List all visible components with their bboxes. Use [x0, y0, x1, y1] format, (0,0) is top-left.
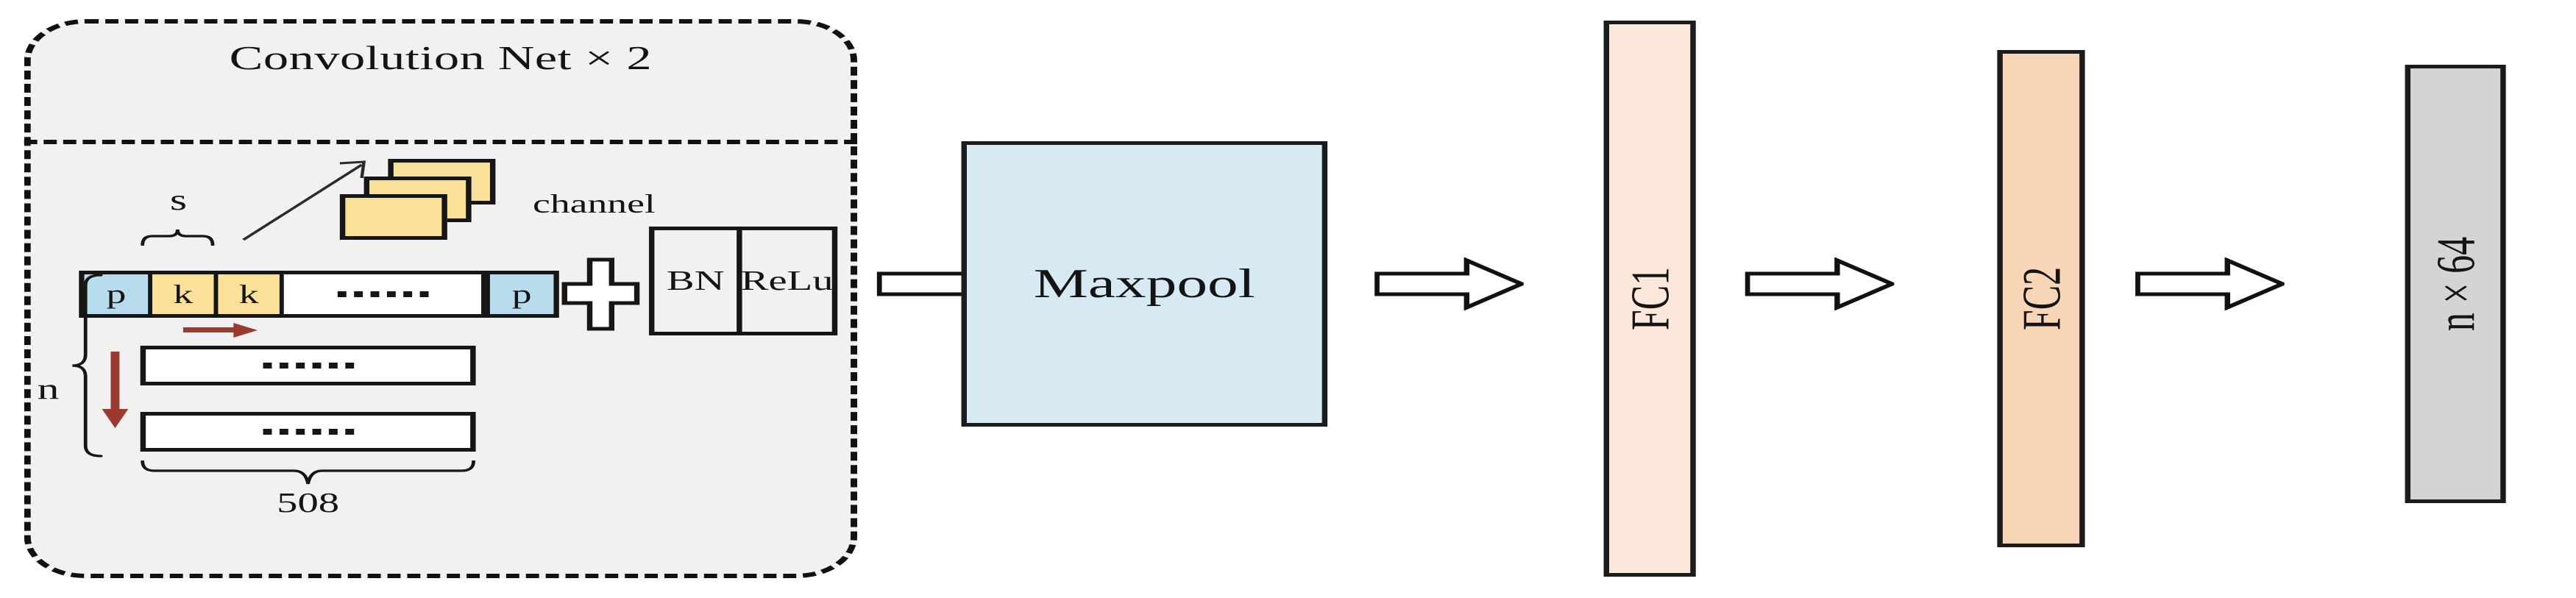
channel-label: channel: [533, 189, 656, 218]
cell-kernel-1: k: [152, 274, 219, 314]
panel-divider: [24, 140, 858, 144]
stride-right-arrow-icon: [182, 323, 258, 338]
convolution-net-title: Convolution Net × 2: [229, 39, 653, 76]
cell-padding-left: p: [84, 274, 153, 314]
channel-stack: [339, 159, 506, 244]
fc1-label: FC1: [1619, 266, 1681, 331]
cell-kernel-2: k: [218, 274, 284, 314]
rows-brace-icon: [72, 274, 103, 458]
fc2-label: FC2: [2010, 266, 2072, 331]
plus-operator-icon: [561, 257, 640, 331]
ellipsis-dots-icon: [262, 363, 354, 369]
input-sequence-row: p k k p: [79, 271, 559, 318]
cell-padding-right: p: [485, 274, 554, 314]
channel-card: [339, 194, 447, 240]
cell-ellipsis: [283, 274, 486, 314]
flow-arrow-4-icon: [2135, 257, 2285, 310]
output-label: n × 64: [2424, 236, 2486, 332]
channel-pointer-arrow-icon: [242, 160, 366, 241]
relu-label: ReLu: [740, 266, 834, 296]
flow-arrow-2-icon: [1374, 257, 1524, 310]
width-brace-icon: [141, 460, 475, 485]
maxpool-block: Maxpool: [961, 141, 1328, 427]
fc1-block: FC1: [1603, 21, 1696, 577]
stride-label: s: [169, 183, 188, 216]
stride-brace-icon: [141, 229, 215, 246]
rows-count-label: n: [37, 372, 60, 405]
bn-label: BN: [654, 230, 742, 332]
flow-arrow-3-icon: [1745, 257, 1895, 310]
ellipsis-dots-icon: [262, 429, 354, 435]
rows-down-arrow-icon: [102, 352, 129, 428]
fc2-block: FC2: [1997, 50, 2085, 547]
maxpool-label: Maxpool: [1033, 261, 1255, 307]
bn-relu-block: BN ReLu: [648, 227, 838, 335]
width-label: 508: [277, 488, 340, 519]
sequence-row-2: [140, 346, 476, 385]
ellipsis-dots-icon: [337, 291, 428, 297]
sequence-row-3: [140, 412, 476, 452]
output-block: n × 64: [2405, 65, 2506, 503]
